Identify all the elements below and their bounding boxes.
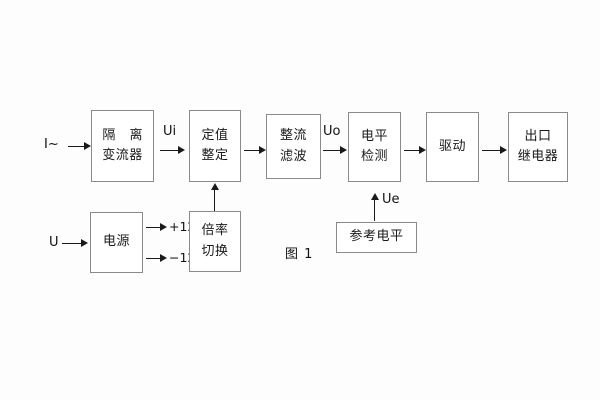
ue-signal-label: Ue bbox=[382, 192, 400, 207]
connector-level-detect-to-driver bbox=[404, 150, 419, 151]
block-ratio-switch-line-2: 切换 bbox=[201, 243, 229, 259]
block-rectifier-filter[interactable]: 整流 滤波 bbox=[266, 114, 321, 179]
block-ratio-switch-line-1: 倍率 bbox=[201, 223, 229, 239]
connector-setting-to-rectifier bbox=[244, 150, 259, 151]
connector-current-to-isolation bbox=[68, 146, 84, 147]
arrowhead-level-detect-to-driver bbox=[419, 146, 426, 154]
arrowhead-reference-to-level-detect bbox=[371, 193, 379, 200]
connector-reference-to-level-detect bbox=[374, 200, 375, 221]
connector-isolation-to-setting bbox=[160, 150, 178, 151]
block-output-relay-line-2: 继电器 bbox=[517, 149, 559, 164]
arrowhead-ratio-switch-to-setting bbox=[211, 183, 219, 190]
connector-ratio-switch-to-setting bbox=[214, 190, 215, 211]
block-isolation-ct-line-2: 变流器 bbox=[102, 148, 143, 163]
block-level-detect-line-2: 检测 bbox=[360, 149, 388, 164]
figure-caption: 图 1 bbox=[285, 247, 314, 262]
arrowhead-driver-to-output-relay bbox=[500, 146, 507, 154]
block-power-supply[interactable]: 电源 bbox=[90, 212, 143, 273]
block-driver[interactable]: 驱动 bbox=[426, 112, 479, 182]
uo-signal-label: Uo bbox=[323, 124, 341, 139]
connector-driver-to-output-relay bbox=[482, 150, 500, 151]
block-reference-level-line-1: 参考电平 bbox=[349, 229, 404, 245]
connector-power-positive bbox=[146, 227, 160, 228]
block-setting-line-1: 定值 bbox=[201, 127, 229, 143]
block-power-supply-line-1: 电源 bbox=[102, 234, 130, 250]
arrowhead-power-negative bbox=[160, 254, 167, 262]
block-driver-line-1: 驱动 bbox=[438, 138, 466, 154]
block-level-detect-line-1: 电平 bbox=[360, 128, 388, 144]
arrowhead-current-to-isolation bbox=[84, 142, 91, 150]
block-rectifier-filter-line-2: 滤波 bbox=[279, 148, 307, 164]
ui-signal-label: Ui bbox=[163, 124, 177, 139]
block-output-relay-line-1: 出口 bbox=[524, 128, 552, 144]
block-isolation-ct[interactable]: 隔 离 变流器 bbox=[91, 110, 154, 182]
block-isolation-ct-line-1: 隔 离 bbox=[102, 127, 148, 143]
connector-power-negative bbox=[146, 258, 160, 259]
arrowhead-isolation-to-setting bbox=[178, 146, 185, 154]
block-setting[interactable]: 定值 整定 bbox=[189, 110, 241, 182]
arrowhead-power-positive bbox=[160, 223, 167, 231]
arrowhead-voltage-to-power-supply bbox=[81, 239, 88, 247]
arrowhead-setting-to-rectifier bbox=[259, 146, 266, 154]
block-rectifier-filter-line-1: 整流 bbox=[279, 128, 307, 144]
connector-rectifier-to-level-detect bbox=[323, 150, 340, 151]
block-level-detect[interactable]: 电平 检测 bbox=[348, 112, 401, 182]
voltage-input-label: U bbox=[49, 235, 59, 250]
arrowhead-rectifier-to-level-detect bbox=[340, 146, 347, 154]
block-ratio-switch[interactable]: 倍率 切换 bbox=[189, 211, 241, 272]
block-reference-level[interactable]: 参考电平 bbox=[336, 222, 417, 253]
current-input-label: I~ bbox=[44, 137, 59, 152]
block-output-relay[interactable]: 出口 继电器 bbox=[508, 112, 568, 182]
connector-voltage-to-power-supply bbox=[62, 243, 81, 244]
block-setting-line-2: 整定 bbox=[201, 148, 229, 163]
